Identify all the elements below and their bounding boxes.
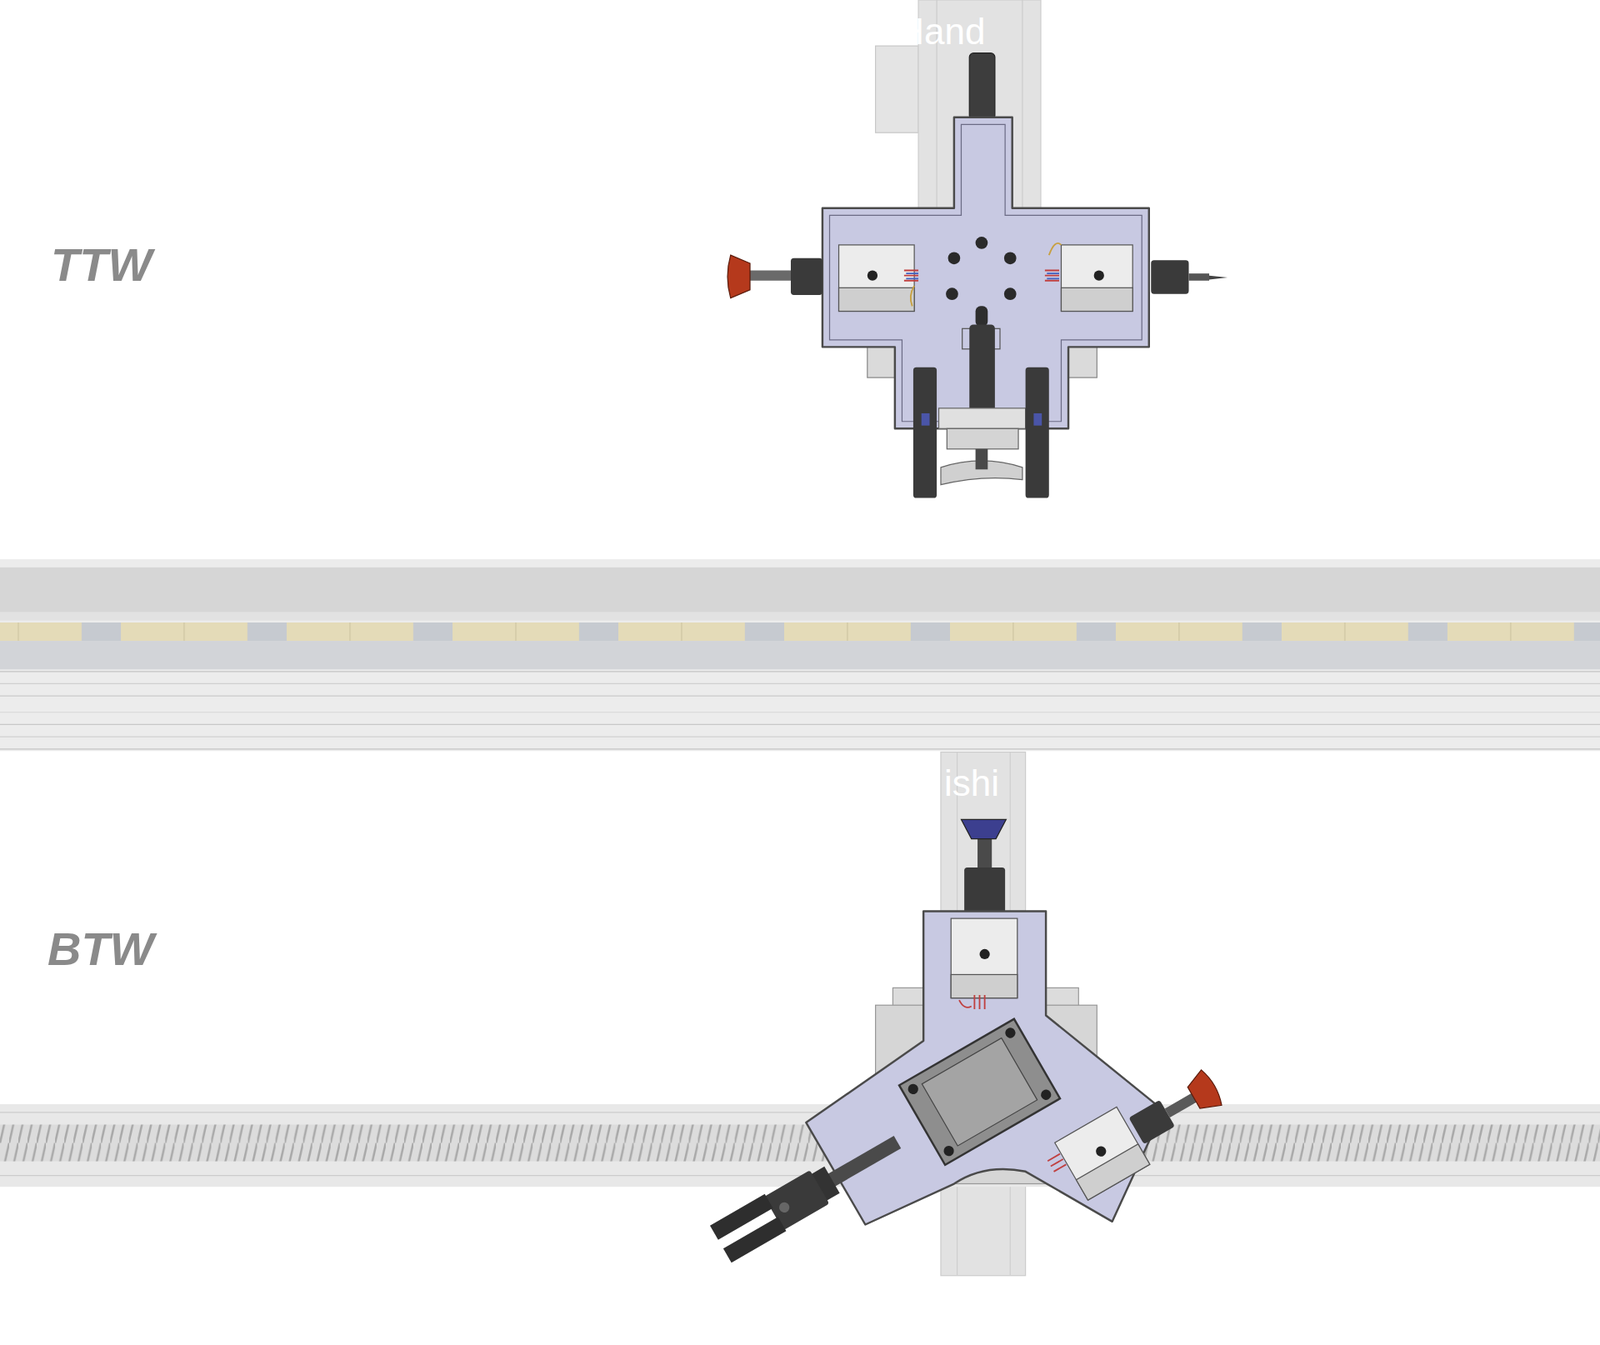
watermark: ishi [944, 765, 1000, 802]
watermark: re Hand [855, 13, 986, 50]
view-label: TTW [50, 241, 152, 289]
view-label: BTW [47, 925, 155, 973]
